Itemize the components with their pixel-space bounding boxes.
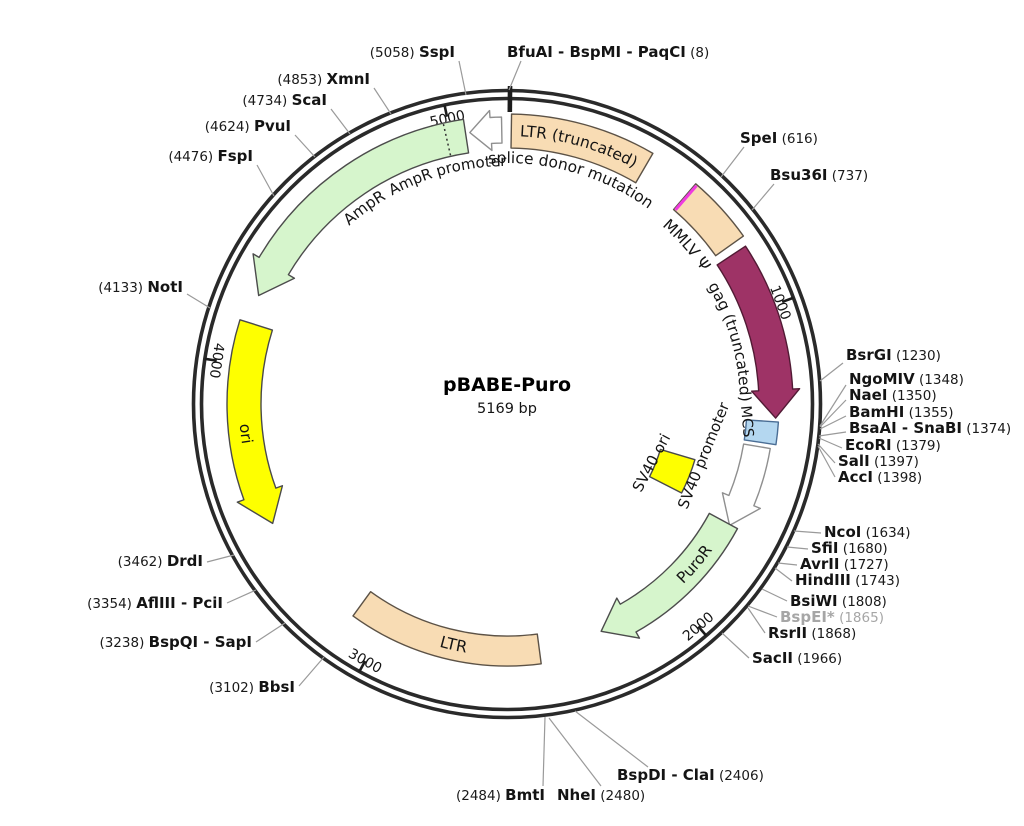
site-callout-noti [186, 293, 211, 309]
site-callout-xmni [373, 87, 392, 115]
site-label-xmni: (4853) XmnI [277, 70, 370, 88]
tick-mark-3000 [358, 660, 367, 673]
site-label-hindiii: HindIII (1743) [795, 571, 900, 589]
site-callout-naei [819, 399, 847, 428]
feature-ltr5-truncated [510, 113, 654, 184]
site-label-ncoi: NcoI (1634) [824, 523, 911, 541]
site-label-bsaai-snabi: BsaAI - SnaBI (1374) [849, 419, 1011, 437]
site-callout-spei [720, 146, 745, 178]
mcs-label: MCS [737, 405, 756, 438]
site-callout-bsu36i [751, 183, 775, 211]
site-label-bamhi: BamHI (1355) [849, 403, 954, 421]
site-callout-ecori [818, 437, 843, 449]
site-label-drdi: (3462) DrdI [118, 552, 203, 570]
site-callout-hindiii [774, 567, 793, 582]
site-callout-bsiwi [761, 588, 788, 602]
feature-sv40-ori [648, 448, 696, 494]
site-callout-ngomiv [819, 384, 847, 427]
site-callout-bmti [542, 716, 546, 787]
site-label-scai: (4734) ScaI [242, 91, 327, 109]
site-callout-rsrii [747, 607, 766, 634]
tick-mark-2000 [697, 625, 708, 637]
psi-boundary [674, 184, 698, 211]
site-callout-bsaai-snabi [818, 431, 847, 437]
tick-label-3000: 3000 [345, 646, 384, 677]
feature-ampr [252, 118, 470, 297]
feature-sv40-promoter [721, 443, 771, 527]
feature-ori [226, 319, 284, 525]
site-callout-bspei [747, 605, 778, 618]
feature-ltr3 [352, 590, 542, 667]
site-label-bsrgi: BsrGI (1230) [846, 346, 941, 364]
site-label-bspdi-clai: BspDI - ClaI (2406) [617, 766, 764, 784]
backbone-ring-outer [191, 88, 823, 720]
site-label-spei: SpeI (616) [740, 129, 818, 147]
site-callout-bbsi [298, 656, 325, 687]
site-label-sali: SalI (1397) [838, 452, 919, 470]
site-callout-nhei [548, 717, 602, 787]
site-label-bsiwi: BsiWI (1808) [790, 592, 887, 610]
site-label-sspi: (5058) SspI [370, 43, 455, 61]
feature-gag-truncated [716, 245, 801, 419]
site-callout-afliii-pcii [226, 589, 257, 604]
site-callout-sspi [458, 60, 467, 96]
site-callout-sacii [721, 632, 750, 659]
site-callout-bsrgi [819, 362, 844, 382]
site-callout-bspdi-clai [574, 710, 649, 768]
tick-mark-4000 [204, 357, 217, 362]
site-label-ecori: EcoRI (1379) [845, 436, 941, 454]
site-label-sfii: SfiI (1680) [811, 539, 888, 557]
site-callout-pvui [294, 134, 316, 158]
site-label-bsu36i: Bsu36I (737) [770, 166, 868, 184]
site-label-fspi: (4476) FspI [168, 147, 253, 165]
site-label-naei: NaeI (1350) [849, 386, 937, 404]
site-label-bspqi-sapi: (3238) BspQI - SapI [99, 633, 252, 651]
feature-mcs [743, 419, 780, 446]
site-label-avrii: AvrII (1727) [800, 555, 889, 573]
site-label-pvui: (4624) PvuI [205, 117, 291, 135]
tick-label-4000: 4000 [206, 342, 227, 380]
site-callout-drdi [206, 554, 235, 563]
site-label-acci: AccI (1398) [838, 468, 922, 486]
site-callout-bamhi [819, 415, 847, 430]
site-label-nhei: NheI (2480) [557, 786, 645, 804]
ampr-promoter-boundary [442, 123, 452, 156]
feature-mmlv-psi [672, 183, 745, 257]
site-callout-bspqi-sapi [255, 622, 286, 643]
site-callout-fspi [256, 164, 275, 197]
site-label-bfuai-bspmi-paqci: BfuAI - BspMI - PaqCI (8) [507, 43, 709, 61]
site-callout-sfii [786, 546, 809, 550]
site-callout-bfuai-bspmi-paqci [508, 60, 522, 91]
site-callout-ncoi [793, 530, 822, 534]
backbone-ring-inner [199, 96, 815, 712]
site-label-noti: (4133) NotI [98, 278, 183, 296]
site-label-bmti: (2484) BmtI [456, 786, 545, 804]
site-label-bspei: BspEI* (1865) [780, 608, 884, 626]
ori-label: ori [236, 423, 256, 445]
site-callout-scai [330, 108, 351, 135]
tick-mark-1000 [781, 296, 794, 304]
site-label-ngomiv: NgoMIV (1348) [849, 370, 964, 388]
site-label-afliii-pcii: (3354) AflIII - PciI [87, 594, 223, 612]
site-label-rsrii: RsrII (1868) [768, 624, 856, 642]
site-label-sacii: SacII (1966) [752, 649, 842, 667]
site-label-bbsi: (3102) BbsI [209, 678, 295, 696]
tick-mark-5000 [443, 104, 449, 117]
plasmid-title: pBABE-Puro [443, 374, 571, 396]
site-callout-avrii [777, 562, 798, 566]
site-callout-sali [817, 443, 836, 464]
feature-puror [600, 512, 739, 639]
plasmid-size: 5169 bp [477, 401, 537, 417]
feature-ampr-promoter-arrow [469, 109, 503, 152]
site-callout-acci [817, 445, 836, 478]
